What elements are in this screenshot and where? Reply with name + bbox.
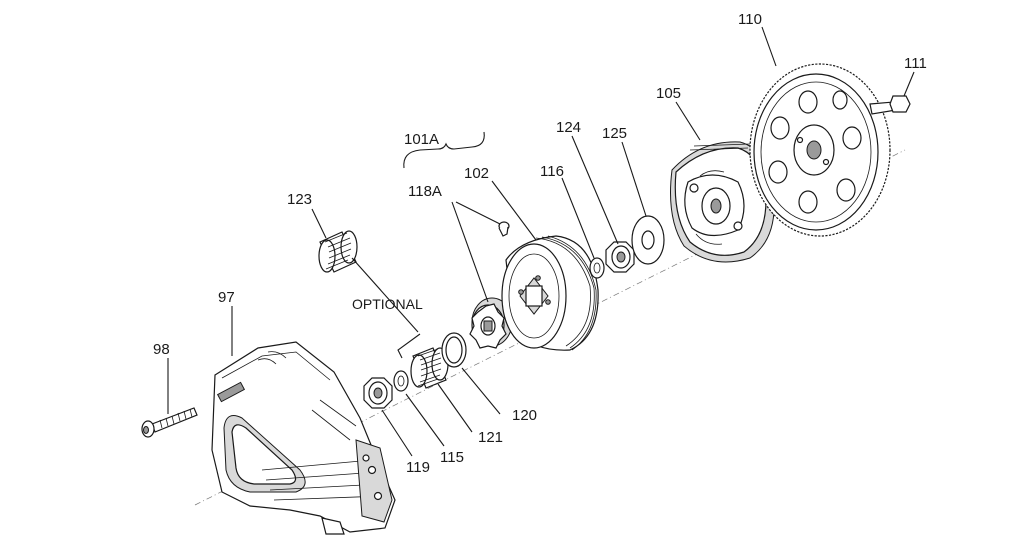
label-115: 115 <box>440 449 464 466</box>
label-123: 123 <box>287 191 312 208</box>
label-111: 111 <box>904 55 927 72</box>
leader-124 <box>571 135 619 245</box>
leader-121 <box>437 383 473 433</box>
label-105: 105 <box>656 85 681 102</box>
leader-111 <box>903 71 915 97</box>
part-123-needle-bearing <box>318 230 358 273</box>
leader-116 <box>561 177 595 259</box>
leader-125 <box>621 141 647 217</box>
part-102-clutch-drum <box>501 235 599 351</box>
label-121: 121 <box>478 429 503 446</box>
label-optional: OPTIONAL <box>352 296 423 312</box>
label-102: 102 <box>464 165 489 182</box>
label-97: 97 <box>218 289 235 306</box>
part-118a-sprocket <box>469 297 513 349</box>
part-125-washer <box>631 215 665 265</box>
label-101a: 101A <box>404 131 439 148</box>
part-115-washer <box>393 370 409 392</box>
part-111-bolt <box>869 95 911 115</box>
leader-115 <box>405 393 445 447</box>
part-116-washer <box>589 257 605 279</box>
bracket-optional <box>397 333 421 359</box>
bracket-101a <box>403 131 485 169</box>
part-119-nut <box>363 377 393 409</box>
part-118a-screw <box>498 221 510 237</box>
leader-123-optional <box>351 257 419 333</box>
label-98: 98 <box>153 341 170 358</box>
label-119: 119 <box>406 459 430 476</box>
label-124: 124 <box>556 119 581 136</box>
leader-110 <box>761 26 777 67</box>
part-105-clutch-shoes <box>670 141 775 263</box>
part-120-ring <box>441 332 467 368</box>
label-125: 125 <box>602 125 627 142</box>
part-110-gear <box>749 63 891 237</box>
label-116: 116 <box>540 163 564 180</box>
leader-105 <box>675 101 701 141</box>
label-118a: 118A <box>408 183 442 200</box>
part-124-nut <box>605 241 635 273</box>
part-98-bolt <box>141 407 198 438</box>
leader-102 <box>491 180 537 241</box>
part-97-housing <box>211 341 396 535</box>
leader-118a-screw <box>455 201 501 225</box>
leader-123 <box>311 208 327 239</box>
leader-120 <box>461 367 501 415</box>
part-121-needle-bearing <box>410 347 449 389</box>
leader-118a-sprocket <box>451 201 489 303</box>
label-120: 120 <box>512 407 537 424</box>
leader-119 <box>381 409 413 457</box>
label-110: 110 <box>738 11 762 28</box>
